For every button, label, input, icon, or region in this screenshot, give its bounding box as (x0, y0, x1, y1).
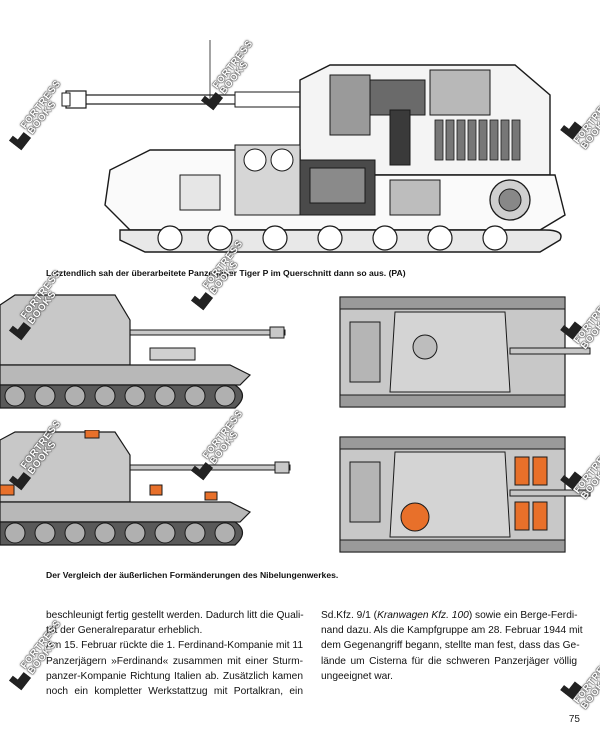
text-line: Panzerjägern »Ferdinand« zusammen mit ei… (46, 655, 303, 667)
elefant-top-view-modified (339, 436, 591, 553)
text-column-left: beschleunigt fertig gestellt werden. Dad… (46, 608, 304, 699)
text-line: panzer-Kompanie Richtung Italien ab. Zus… (46, 670, 303, 682)
text-line: dem Gegenangriff begann, stellte man fes… (321, 640, 580, 652)
text-line: ungeeignet war. (321, 670, 393, 682)
text-column-right: Sd.Kfz. 9/1 (Kranwagen Kfz. 100) sowie e… (321, 608, 583, 684)
text-line: Sd.Kfz. 9/1 (Kranwagen Kfz. 100) sowie e… (321, 610, 578, 621)
text-line: nand dazu. Als die Kampfgruppe am 28. Fe… (321, 625, 583, 637)
ferdinand-side-view-original (0, 294, 286, 409)
elefant-side-view-modified (0, 430, 291, 546)
text-line: noch ein kompletter Werkstattzug mit Por… (46, 686, 303, 698)
tiger-p-cutaway-drawing (61, 40, 566, 253)
ferdinand-top-view-original (339, 296, 591, 408)
text-line: beschleunigt fertig gestellt werden. Dad… (46, 610, 304, 621)
text-line: lände um Cisterna für die schweren Panze… (321, 655, 577, 667)
caption-top: Letztendlich sah der überarbeitete Panze… (46, 268, 406, 278)
text-line: tät der Generalreparatur erheblich. (46, 625, 203, 637)
caption-middle: Der Vergleich der äußerlichen Formänderu… (46, 570, 339, 580)
page-number: 75 (568, 714, 580, 725)
text-line: Am 15. Februar rückte die 1. Ferdinand-K… (46, 640, 303, 652)
